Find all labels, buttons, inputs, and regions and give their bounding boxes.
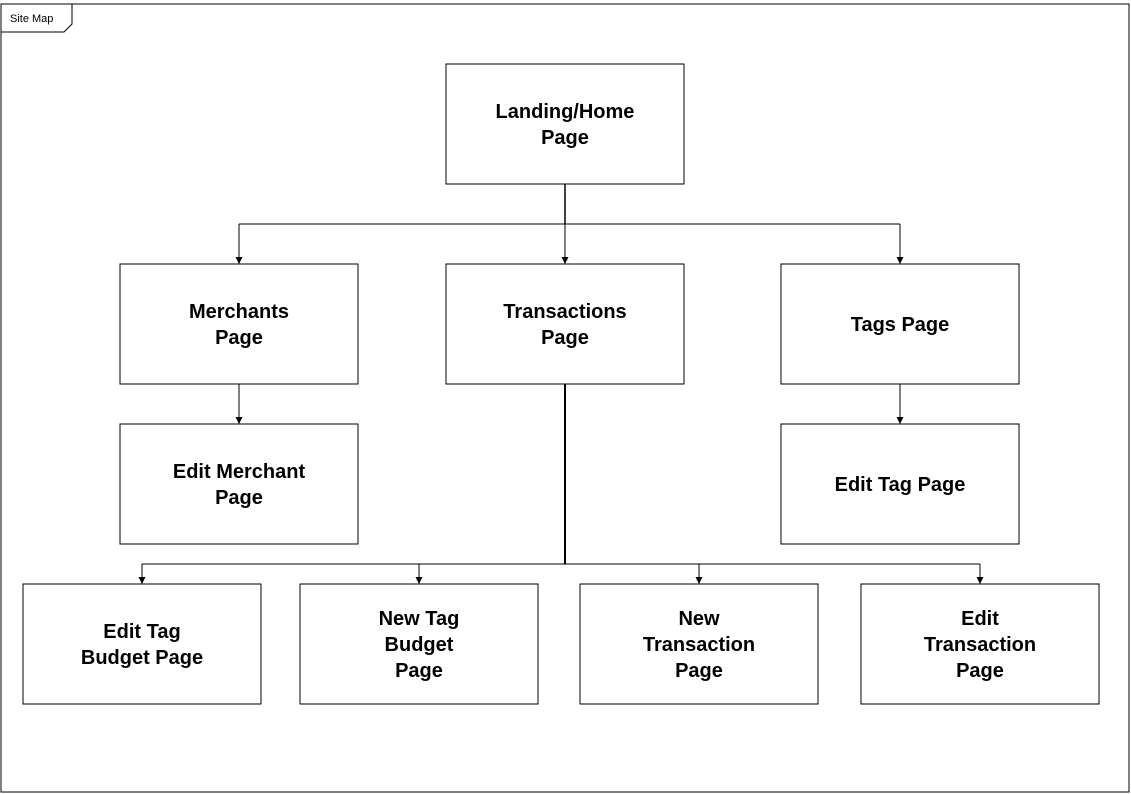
node-label-line: Budget bbox=[385, 634, 454, 656]
node-label-line: Edit Tag Page bbox=[835, 474, 966, 496]
node-label-line: Page bbox=[675, 660, 723, 682]
node-layer: Landing/HomePageMerchantsPageTransaction… bbox=[22, 63, 1100, 705]
node-label-line: Transactions bbox=[503, 301, 626, 323]
connector-layer bbox=[138, 184, 984, 584]
node-box bbox=[119, 423, 359, 545]
node-box bbox=[22, 583, 262, 705]
node-label-line: Page bbox=[956, 660, 1004, 682]
node-box bbox=[579, 583, 819, 705]
node-label-line: Budget Page bbox=[81, 647, 203, 669]
node-label-line: Transaction bbox=[924, 634, 1036, 656]
frame-tab bbox=[0, 3, 73, 33]
node-label-line: Page bbox=[541, 327, 589, 349]
node-label-line: Page bbox=[395, 660, 443, 682]
node-edit-tag-page: Edit Tag Page bbox=[780, 423, 1020, 545]
node-tags-page: Tags Page bbox=[780, 263, 1020, 385]
node-label-line: Page bbox=[215, 327, 263, 349]
node-box bbox=[780, 263, 1020, 385]
frame-title: Site Map bbox=[10, 13, 53, 25]
node-label-line: Landing/Home bbox=[496, 101, 635, 123]
node-box bbox=[119, 263, 359, 385]
node-label-line: Edit bbox=[961, 608, 999, 630]
node-box bbox=[299, 583, 539, 705]
node-label-line: Page bbox=[215, 487, 263, 509]
node-label-line: Merchants bbox=[189, 301, 289, 323]
node-label-line: Page bbox=[541, 127, 589, 149]
node-box bbox=[860, 583, 1100, 705]
node-box bbox=[780, 423, 1020, 545]
node-label-line: Edit Merchant bbox=[173, 461, 306, 483]
node-box bbox=[445, 263, 685, 385]
node-label-line: New Tag bbox=[379, 608, 460, 630]
node-label-line: Edit Tag bbox=[103, 621, 180, 643]
node-label-line: New bbox=[678, 608, 720, 630]
node-label-line: Transaction bbox=[643, 634, 755, 656]
node-box bbox=[445, 63, 685, 185]
node-label-line: Tags Page bbox=[851, 314, 950, 336]
